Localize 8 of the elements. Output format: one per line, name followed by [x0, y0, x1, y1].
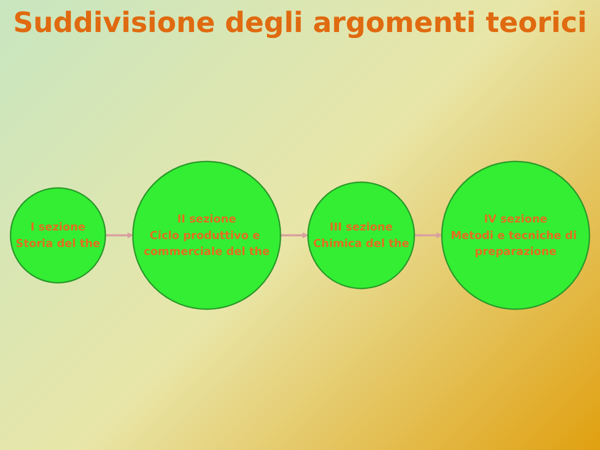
arrow — [280, 232, 308, 239]
node-circle: II sezione Ciclo produttivo e commerciale del the — [132, 160, 282, 310]
arrow — [414, 232, 442, 239]
node-circle: I sezione Storia del the — [10, 187, 106, 284]
arrow — [105, 232, 134, 239]
node-circle: IV sezione Metodi e tecniche di preparazione — [441, 160, 590, 310]
title: Suddivisione degli argomenti teorici — [13, 6, 587, 39]
node-circle: III sezione Chimica del the — [307, 182, 416, 290]
